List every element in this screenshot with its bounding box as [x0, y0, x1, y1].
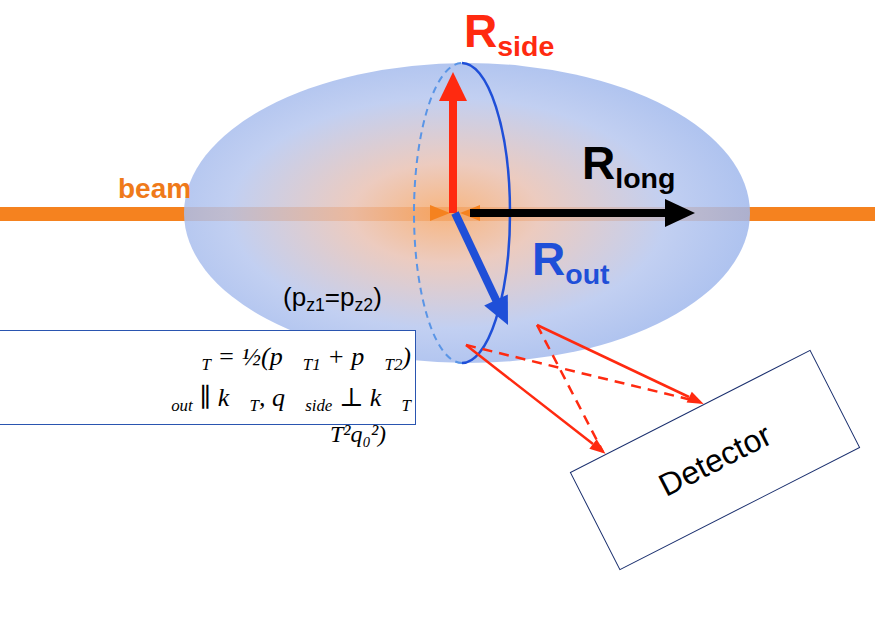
subscript: side	[305, 396, 332, 415]
long-arrowhead	[665, 199, 695, 227]
photon-path-dashed	[466, 345, 700, 402]
text-run: R	[464, 5, 497, 57]
text-run: beam	[118, 173, 191, 204]
long-arrow	[470, 209, 668, 217]
subscript: T1	[303, 355, 321, 374]
beam-label: beam	[118, 172, 191, 206]
subscript: z1	[306, 295, 325, 315]
radius-label: Rside	[464, 4, 554, 59]
subscript: T	[402, 396, 411, 415]
text-run: ⊥ k⃗	[332, 383, 401, 412]
text-run: )	[373, 282, 382, 312]
subscript: out	[171, 396, 193, 415]
out-arrowhead	[484, 294, 508, 325]
side-arrow	[449, 98, 457, 213]
text-run: , q⃗	[259, 383, 305, 412]
detector-label: Detector	[652, 415, 777, 504]
text-run: Detector	[653, 416, 777, 503]
detector-box: Detector	[570, 350, 861, 571]
beam-arrowhead	[430, 205, 450, 221]
subscript: T	[202, 355, 211, 374]
photon-path	[466, 345, 593, 444]
out-arrow	[455, 213, 497, 302]
subscript: out	[565, 258, 609, 290]
text-run: ∥ k⃗	[193, 383, 250, 412]
text-run: R	[532, 233, 565, 285]
radius-label: Rout	[532, 232, 610, 287]
subscript: T	[250, 396, 259, 415]
photon-arrowhead	[687, 392, 704, 404]
text-run: + p⃗	[321, 342, 385, 371]
subscript: long	[615, 162, 675, 194]
side-arrowhead	[439, 72, 467, 101]
text-run: )	[402, 342, 411, 371]
subscript: z2	[354, 295, 373, 315]
subscript: side	[497, 30, 554, 62]
subscript: T2	[384, 355, 402, 374]
text-run: =p	[325, 282, 355, 312]
radius-label: Rlong	[582, 136, 675, 191]
momentum-condition: (pz1=pz2)	[283, 282, 382, 313]
photon-path-dashed	[537, 325, 603, 452]
text-run: = ½(p⃗	[211, 342, 303, 371]
text-run: R	[582, 137, 615, 189]
formula-line: out ∥ k⃗T, q⃗side ⊥ k⃗T	[171, 378, 411, 418]
source-ellipse	[184, 63, 750, 363]
formula-line: T = ½(p⃗T1 + p⃗T2)	[202, 337, 411, 377]
formula-box: T = ½(p⃗T1 + p⃗T2)out ∥ k⃗T, q⃗side ⊥ k⃗…	[0, 330, 416, 425]
photon-path	[537, 325, 689, 397]
text-run: (p	[283, 282, 306, 312]
ring-back	[414, 63, 462, 363]
